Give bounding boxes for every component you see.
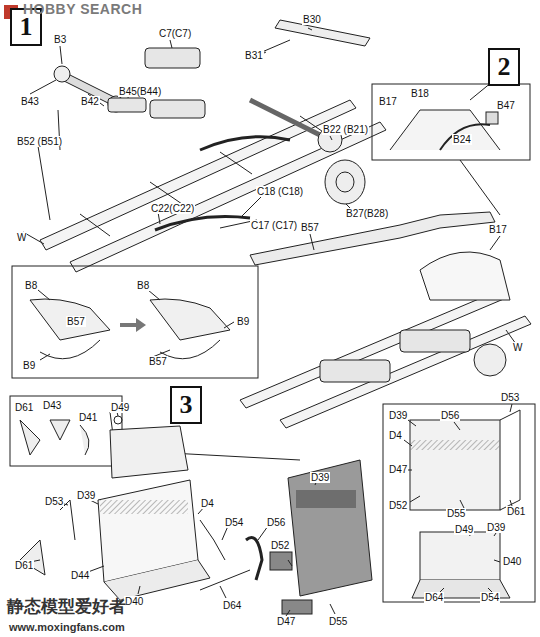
part-number: D55 [446, 508, 466, 519]
part-number: B9 [22, 360, 36, 371]
part-number: B18 [410, 88, 430, 99]
part-number: B30 [302, 14, 322, 25]
part-number: D64 [222, 600, 242, 611]
part-number: D49 [110, 402, 130, 413]
part-number: D56 [266, 517, 286, 528]
part-number: D61 [506, 506, 526, 517]
part-number: B17 [378, 96, 398, 107]
watermark: www.moxingfans.com [8, 622, 126, 633]
part-number: C22(C22) [150, 203, 195, 214]
part-number: B8 [24, 280, 38, 291]
part-number: D4 [388, 430, 403, 441]
part-number: C18 (C18) [256, 186, 304, 197]
part-number: D41 [78, 412, 98, 423]
part-number: B9 [236, 316, 250, 327]
part-number: D56 [440, 410, 460, 421]
part-number: B45(B44) [118, 86, 162, 97]
part-number: D52 [388, 500, 408, 511]
part-number: D40 [124, 596, 144, 607]
part-number: D61 [14, 402, 34, 413]
part-number: B17 [488, 224, 508, 235]
part-number: B3 [53, 34, 67, 45]
part-number: D53 [500, 392, 520, 403]
part-number: D40 [502, 556, 522, 567]
part-number: D49 [454, 524, 474, 535]
step-number-box: 3 [170, 386, 202, 424]
part-number: W [16, 232, 27, 243]
part-number: B22 (B21) [322, 124, 369, 135]
part-number: B43 [20, 96, 40, 107]
part-number: B57 [300, 222, 320, 233]
part-number: D53 [44, 496, 64, 507]
part-number: B31 [244, 50, 264, 61]
part-number: B42 [80, 96, 100, 107]
part-number: D39 [76, 490, 96, 501]
brand-logo: HOBBY SEARCH [22, 4, 143, 15]
part-number: D39 [310, 472, 330, 483]
part-number: D43 [42, 400, 62, 411]
part-number: D4 [200, 498, 215, 509]
part-number: D47 [276, 616, 296, 627]
part-number: B24 [452, 134, 472, 145]
part-number: C17 (C17) [250, 220, 298, 231]
part-number: D54 [480, 592, 500, 603]
part-number: B57 [66, 316, 86, 327]
part-number: B8 [136, 280, 150, 291]
part-number: D44 [70, 570, 90, 581]
part-number: W [512, 342, 523, 353]
part-number: B52 (B51) [16, 136, 63, 147]
part-number: D55 [328, 616, 348, 627]
part-number: D39 [388, 410, 408, 421]
part-number: D54 [224, 517, 244, 528]
part-number: D64 [424, 592, 444, 603]
part-number: D52 [270, 540, 290, 551]
step-number: 1 [20, 14, 33, 40]
part-number: B27(B28) [345, 208, 389, 219]
watermark: 静态模型爱好者 [6, 597, 127, 616]
part-number: D39 [486, 522, 506, 533]
step-number: 3 [180, 392, 193, 418]
part-number: B47 [496, 100, 516, 111]
part-number: C7(C7) [158, 28, 192, 39]
part-number: D61 [14, 560, 34, 571]
step-number: 2 [498, 54, 511, 80]
part-number: D47 [388, 464, 408, 475]
step-number-box: 2 [488, 48, 520, 86]
part-number: B57 [148, 356, 168, 367]
